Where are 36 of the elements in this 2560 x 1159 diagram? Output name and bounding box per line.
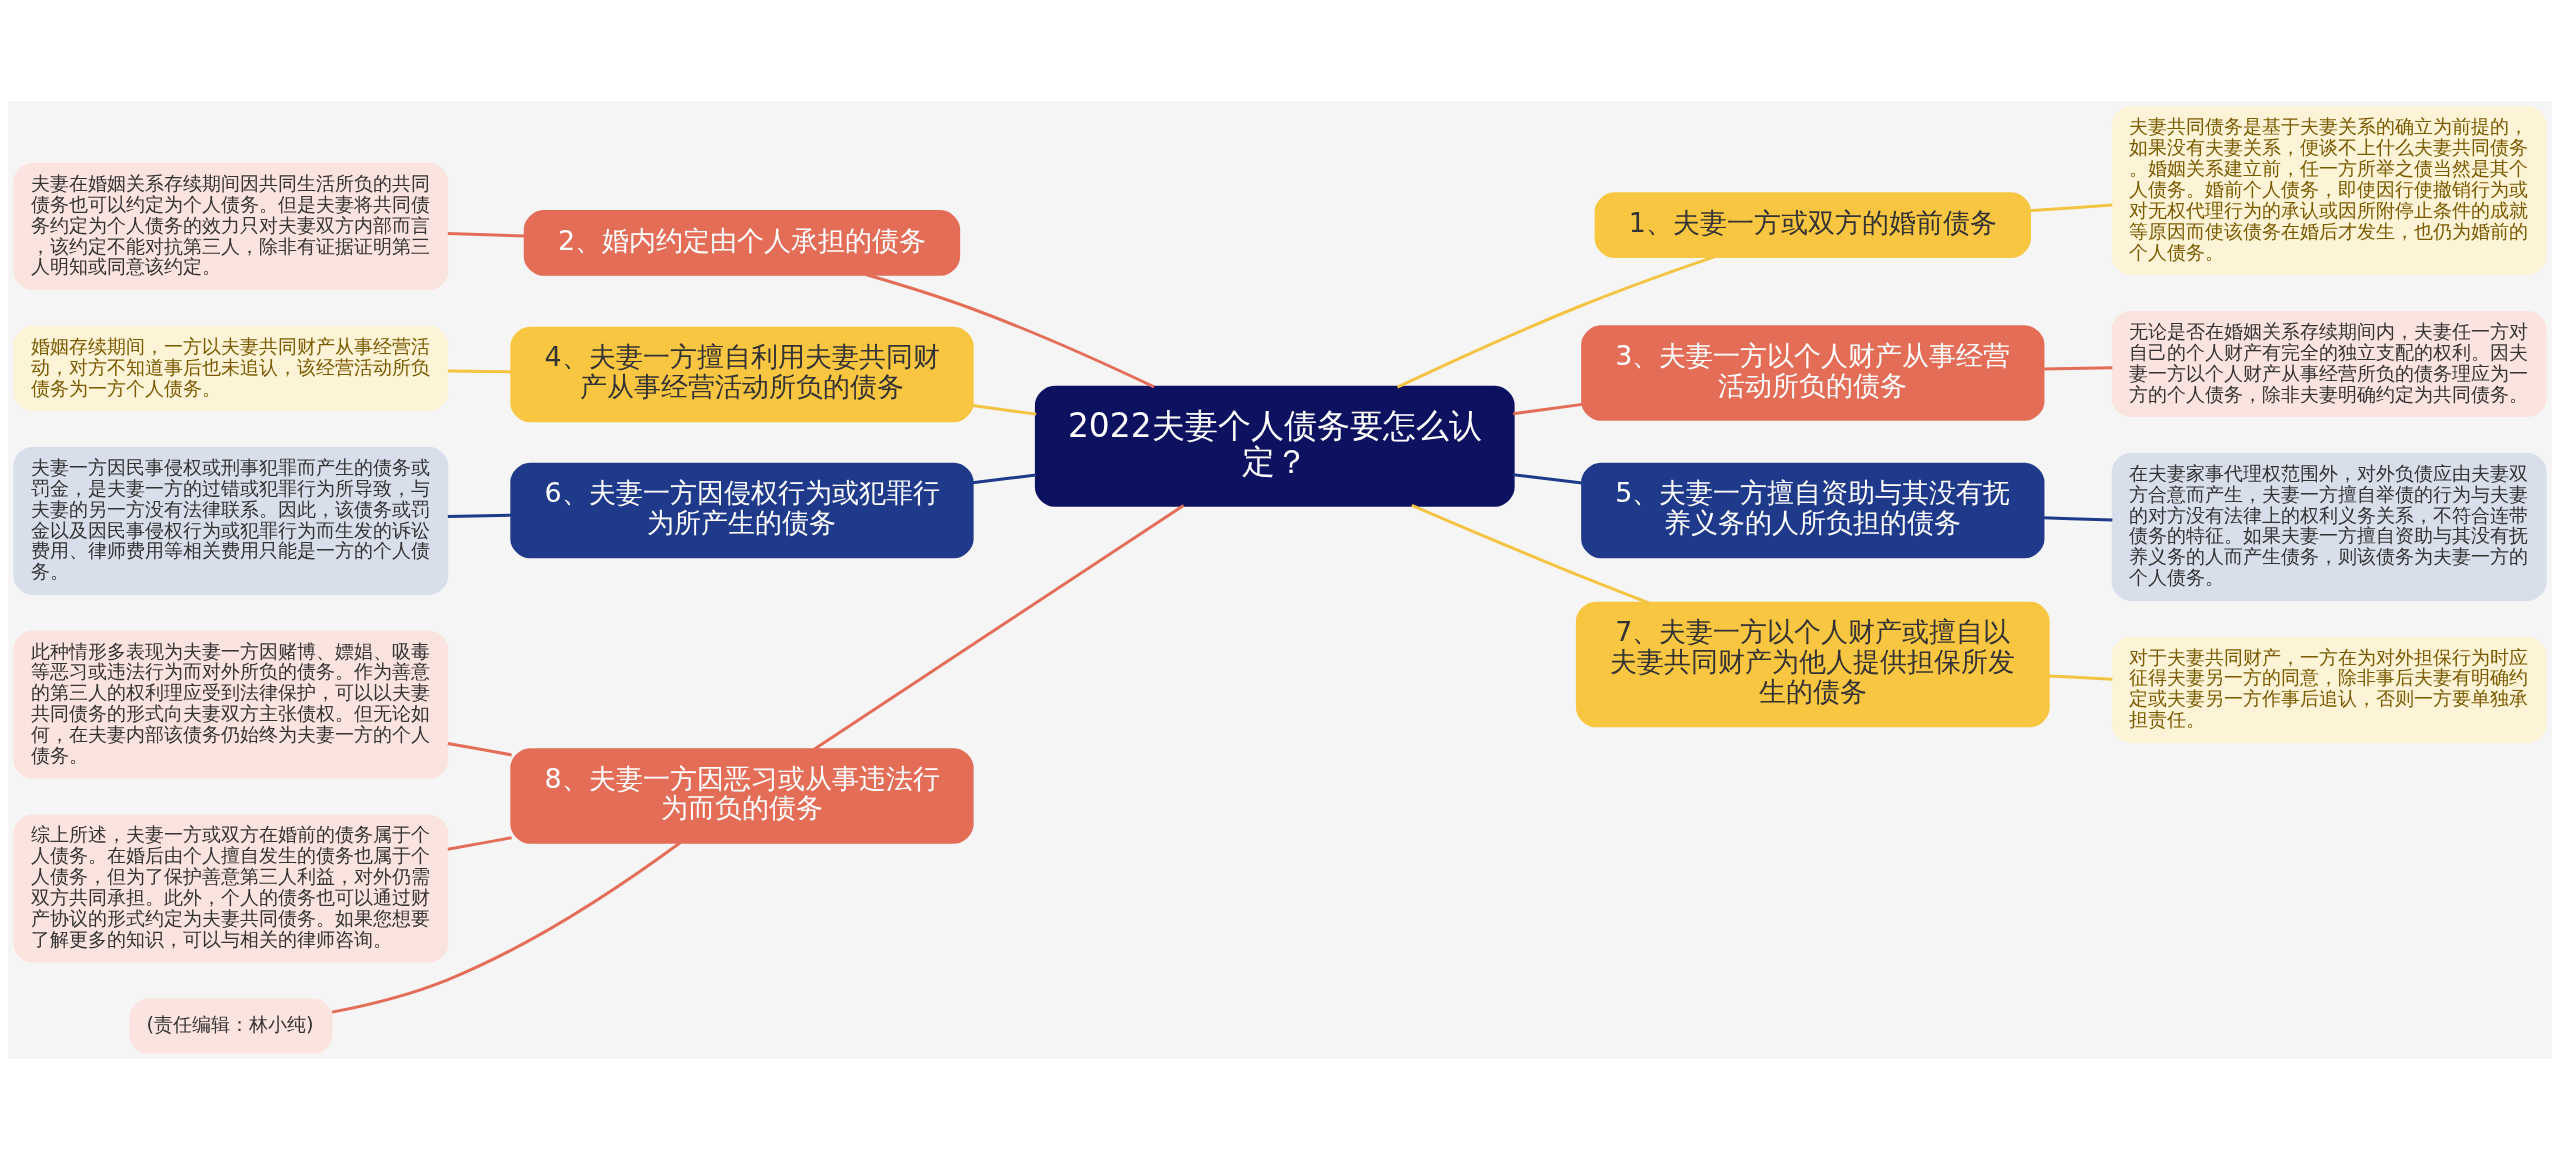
node-box: 夫妻一方因民事侵权或刑事犯罪而产生的债务或罚金，是夫妻一方的过错或犯罪行为所导致，与夫妻的另一方没有法律联系。因此，该债务或罚金以及因民事侵权行为或犯罪行为而生发的诉讼费用、律师费用等相关费用只能是一方的个人债务。 xyxy=(13,446,449,595)
connector xyxy=(2043,515,2113,522)
connector xyxy=(1513,472,1583,484)
connector xyxy=(2048,674,2113,681)
connector xyxy=(2029,203,2113,212)
connector xyxy=(972,403,1037,416)
connector xyxy=(447,513,512,518)
connector xyxy=(447,231,526,237)
connector xyxy=(2043,365,2113,370)
connector xyxy=(447,741,512,756)
node-box: 7、夫妻一方以个人财产或擅自以夫妻共同财产为他人提供担保所发生的债务 xyxy=(1575,601,2050,727)
connector xyxy=(972,473,1037,484)
connector xyxy=(331,840,682,1014)
node-box: 无论是否在婚姻关系存续期间内，夫妻任一方对自己的个人财产有完全的独立支配的权利。因夫妻一方以个人财产从事经营所负的债务理应为一方的个人债务，除非夫妻明确约定为共同债务。 xyxy=(2111,310,2547,417)
node-box: 5、夫妻一方擅自资助与其没有抚养义务的人所负担的债务 xyxy=(1581,462,2045,558)
node-box: (责任编辑：林小纯) xyxy=(129,997,333,1054)
node-box: 2、婚内约定由个人承担的债务 xyxy=(523,209,961,276)
connector xyxy=(1513,402,1583,415)
connector xyxy=(865,272,1155,388)
node-box: 对于夫妻共同财产，一方在为对外担保行为时应征得夫妻另一方的同意，除非事后夫妻有明确约定或夫妻另一方作事后追认，否则一方要单独承担责任。 xyxy=(2111,636,2547,743)
node-box: 在夫妻家事代理权范围外，对外负债应由夫妻双方合意而产生，夫妻一方擅自举债的行为与夫妻的对方没有法律上的权利义务关系，不符合连带债务的特征。如果夫妻一方擅自资助与其没有抚养义务的人而产生债务，则该债务为夫妻一方的个人债务。 xyxy=(2111,452,2547,601)
connector xyxy=(447,369,512,373)
node-box: 6、夫妻一方因侵权行为或犯罪行为所产生的债务 xyxy=(510,462,974,558)
node-box: 4、夫妻一方擅自利用夫妻共同财产从事经营活动所负的债务 xyxy=(510,326,974,422)
node-box: 8、夫妻一方因恶习或从事违法行为而负的债务 xyxy=(510,747,974,844)
connector xyxy=(447,835,512,851)
connector xyxy=(813,503,1185,751)
node-box: 综上所述，夫妻一方或双方在婚前的债务属于个人债务。在婚后由个人擅自发生的债务也属于个人债务，但为了保护善意第三人利益，对外仍需双方共同承担。此外，个人的债务也可以通过财产协议的形式约定为夫妻共同债务。如果您想要了解更多的知识，可以与相关的律师咨询。 xyxy=(13,814,449,963)
connector xyxy=(1411,503,1650,604)
node-box: 2022夫妻个人债务要怎么认定？ xyxy=(1034,385,1515,507)
node-box: 夫妻在婚姻关系存续期间因共同生活所负的共同债务也可以约定为个人债务。但是夫妻将共同债务约定为个人债务的效力只对夫妻双方内部而言，该约定不能对抗第三人，除非有证据证明第三人明知或同意该约定。 xyxy=(13,162,449,290)
node-box: 3、夫妻一方以个人财产从事经营活动所负的债务 xyxy=(1581,324,2045,421)
node-box: 1、夫妻一方或双方的婚前债务 xyxy=(1594,191,2031,258)
node-box: 此种情形多表现为夫妻一方因赌博、嫖娼、吸毒等恶习或违法行为而对外所负的债务。作为善意的第三人的权利理应受到法律保护，可以以夫妻共同债务的形式向夫妻双方主张债权。但无论如何，在夫妻内部该债务仍始终为夫妻一方的个人债务。 xyxy=(13,630,449,779)
node-box: 婚姻存续期间，一方以夫妻共同财产从事经营活动，对方不知道事后也未追认，该经营活动所负债务为一方个人债务。 xyxy=(13,325,449,411)
node-box: 夫妻共同债务是基于夫妻关系的确立为前提的，如果没有夫妻关系，便谈不上什么夫妻共同债务。婚姻关系建立前，任一方所举之债当然是其个人债务。婚前个人债务，即使因行使撤销行为或对无权代理行为的承认或因所附停止条件的成就等原因而使该债务在婚后才发生，也仍为婚前的个人债务。 xyxy=(2111,105,2547,275)
